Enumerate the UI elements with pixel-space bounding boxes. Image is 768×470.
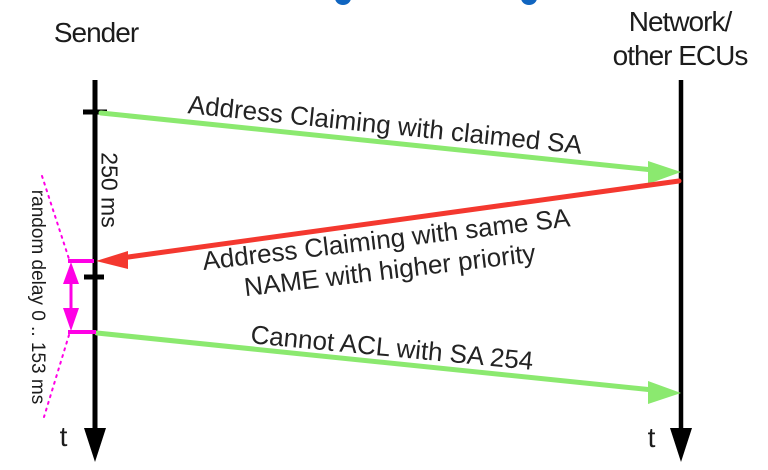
network-lifeline-arrowhead-icon xyxy=(670,428,692,462)
message-arrow-same-sa xyxy=(96,178,682,269)
delay-span-up-arrowhead-icon xyxy=(63,262,79,284)
timer-250ms-label: 250 ms xyxy=(96,152,123,228)
network-label-line1: Network/ xyxy=(628,6,732,37)
message-3-arrowhead-icon xyxy=(648,381,681,404)
message-1-arrowhead-icon xyxy=(648,161,681,184)
delay-span-down-arrowhead-icon xyxy=(63,308,79,331)
random-delay-label: random delay 0 .. 153 ms xyxy=(27,189,48,405)
delay-leader-dotted-top xyxy=(41,175,70,260)
network-time-axis-label: t xyxy=(647,422,656,453)
message-1-line xyxy=(98,110,656,173)
message-2-line xyxy=(118,178,682,261)
network-label-line2: other ECUs xyxy=(612,40,749,71)
message-arrow-claim-sa xyxy=(98,110,681,184)
network-lifeline-label: Network/ other ECUs xyxy=(612,5,749,73)
message-3-line xyxy=(94,330,656,393)
delay-leader-dotted-bottom xyxy=(43,334,70,418)
cropped-title-descenders xyxy=(335,0,537,5)
sender-lifeline xyxy=(83,80,107,462)
network-lifeline xyxy=(670,80,692,462)
message-arrow-cannot-acl xyxy=(94,330,681,404)
title-descender-right xyxy=(521,0,537,5)
sender-lifeline-arrowhead-icon xyxy=(84,428,106,462)
random-delay-annotation xyxy=(41,175,96,418)
message-2-arrowhead-icon xyxy=(96,251,128,269)
sender-lifeline-label: Sender xyxy=(53,17,139,48)
title-descender-left xyxy=(335,0,351,5)
sender-time-axis-label: t xyxy=(59,421,68,452)
